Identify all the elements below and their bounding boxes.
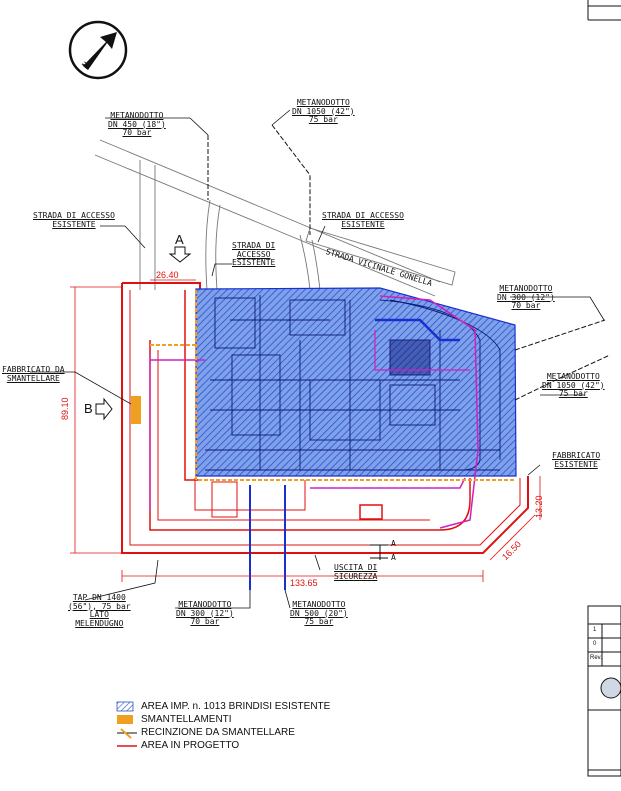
dimension-corner: 13.20: [534, 495, 544, 518]
external-pipelines: [207, 124, 611, 401]
label-strada-accesso-mid: STRADA DI ACCESSO ESISTENTE: [232, 241, 276, 267]
legend-swatch-existing: [116, 701, 134, 712]
label-metanodotto-300-right: METANODOTTO DN 300 (12") 70 bar: [497, 284, 555, 310]
dimension-bottom: 133.65: [290, 578, 318, 588]
label-metanodotto-500-bottom: METANODOTTO DN 500 (20") 75 bar: [290, 600, 348, 626]
legend: AREA IMP. n. 1013 BRINDISI ESISTENTE SMA…: [117, 700, 330, 752]
title-block-frame: [587, 0, 621, 777]
label-fabbricato-smantellare: FABBRICATO DA SMANTELLARE: [2, 365, 65, 383]
label-uscita: USCITA DI SICUREZZA: [334, 563, 378, 581]
building-to-dismantle: [131, 396, 141, 424]
title-block-row: 0: [593, 641, 597, 647]
dimension-lines: [70, 279, 541, 582]
view-arrow-b-icon: [95, 397, 113, 421]
label-strada-accesso-left: STRADA DI ACCESSO ESISTENTE: [33, 211, 115, 229]
label-strada-accesso-right: STRADA DI ACCESSO ESISTENTE: [322, 211, 404, 229]
label-metanodotto-450: METANODOTTO DN 450 (18") 70 bar: [108, 111, 166, 137]
roads: [94, 139, 456, 297]
dimension-left: 89.10: [60, 397, 70, 420]
view-a-letter: A: [175, 232, 184, 247]
north-arrow-icon: [68, 20, 128, 80]
legend-item-project: AREA IN PROGETTO: [117, 739, 330, 752]
title-block-row: 1: [593, 627, 597, 633]
legend-item-fence: RECINZIONE DA SMANTELLARE: [117, 726, 330, 739]
section-a-bottom-letter: A: [391, 553, 396, 562]
view-b-letter: B: [84, 401, 93, 416]
section-line-a: [370, 544, 388, 560]
legend-text: SMANTELLAMENTI: [141, 714, 232, 725]
dimension-top: 26.40: [156, 270, 179, 280]
existing-plant-area: [195, 287, 517, 477]
leader-lines: [30, 109, 605, 609]
dismantle-lines: [150, 290, 515, 481]
legend-text: AREA IN PROGETTO: [141, 740, 240, 751]
pipelines: [149, 295, 479, 590]
label-tap: TAP DN 1400 (56"), 75 bar LATO MELENDUGN…: [68, 593, 131, 628]
legend-text: RECINZIONE DA SMANTELLARE: [141, 727, 295, 738]
title-block-row: Rev.: [590, 655, 602, 661]
legend-swatch-fence: [117, 728, 137, 739]
view-arrow-a-icon: [168, 246, 192, 263]
legend-swatch-dismantle: [117, 715, 133, 724]
label-fabbricato-esistente: FABBRICATO ESISTENTE: [552, 451, 601, 469]
label-metanodotto-1050-right: METANODOTTO DN 1050 (42") 75 bar: [542, 372, 605, 398]
legend-item-dismantle: SMANTELLAMENTI: [117, 713, 330, 726]
section-a-top-letter: A: [391, 539, 396, 548]
label-metanodotto-300-bottom: METANODOTTO DN 300 (12") 70 bar: [176, 600, 234, 626]
label-metanodotto-1050-top: METANODOTTO DN 1050 (42") 75 bar: [292, 98, 355, 124]
legend-text: AREA IMP. n. 1013 BRINDISI ESISTENTE: [141, 701, 331, 712]
legend-item-existing: AREA IMP. n. 1013 BRINDISI ESISTENTE: [117, 700, 330, 713]
